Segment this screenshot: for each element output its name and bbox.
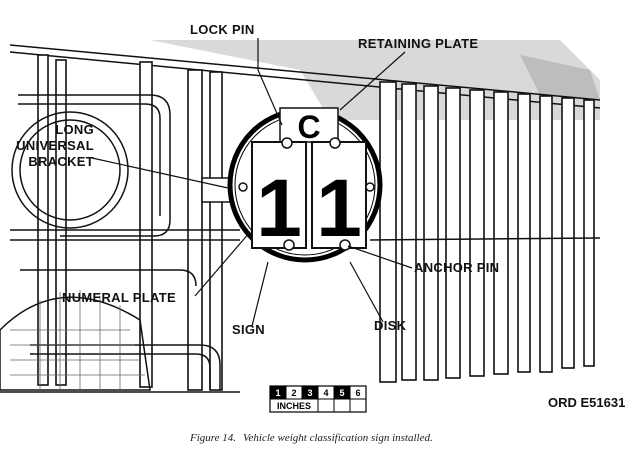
reference-number: ORD E51631 [548,395,625,410]
label-anchor-pin: ANCHOR PIN [414,260,499,275]
numeral-left: 1 [256,163,302,254]
sign-letter: C [297,109,320,145]
caption-text: Vehicle weight classification sign insta… [243,432,433,444]
grille [0,44,601,393]
label-numeral-plate: NUMERAL PLATE [62,290,176,305]
scale-num-1: 1 [275,388,280,398]
caption-label: Figure 14. [189,432,236,444]
scale-num-6: 6 [355,388,360,398]
numeral-plates: 1 1 [251,141,367,254]
figure-caption: Figure 14. Vehicle weight classification… [189,432,433,444]
label-sign: SIGN [232,322,265,337]
label-lock-pin: LOCK PIN [190,22,255,37]
scale-num-3: 3 [307,388,312,398]
callouts: LOCK PIN RETAINING PLATE LONG UNIVERSAL … [16,22,499,337]
scale-num-2: 2 [291,388,296,398]
background-shading [150,40,600,120]
numeral-right: 1 [316,163,362,254]
scale-num-4: 4 [323,388,328,398]
retaining-plate: C [279,107,339,145]
label-retaining-plate: RETAINING PLATE [358,36,478,51]
label-bracket-line2: UNIVERSAL [16,138,94,153]
scale-num-5: 5 [339,388,344,398]
label-bracket-line3: BRACKET [28,154,94,169]
label-bracket-line1: LONG [55,122,94,137]
scale-unit: INCHES [277,401,311,411]
label-disk: DISK [374,318,407,333]
leader-lines [91,38,413,327]
inch-scale: 1 2 3 4 5 6 INCHES [269,385,367,413]
pins [238,137,375,251]
